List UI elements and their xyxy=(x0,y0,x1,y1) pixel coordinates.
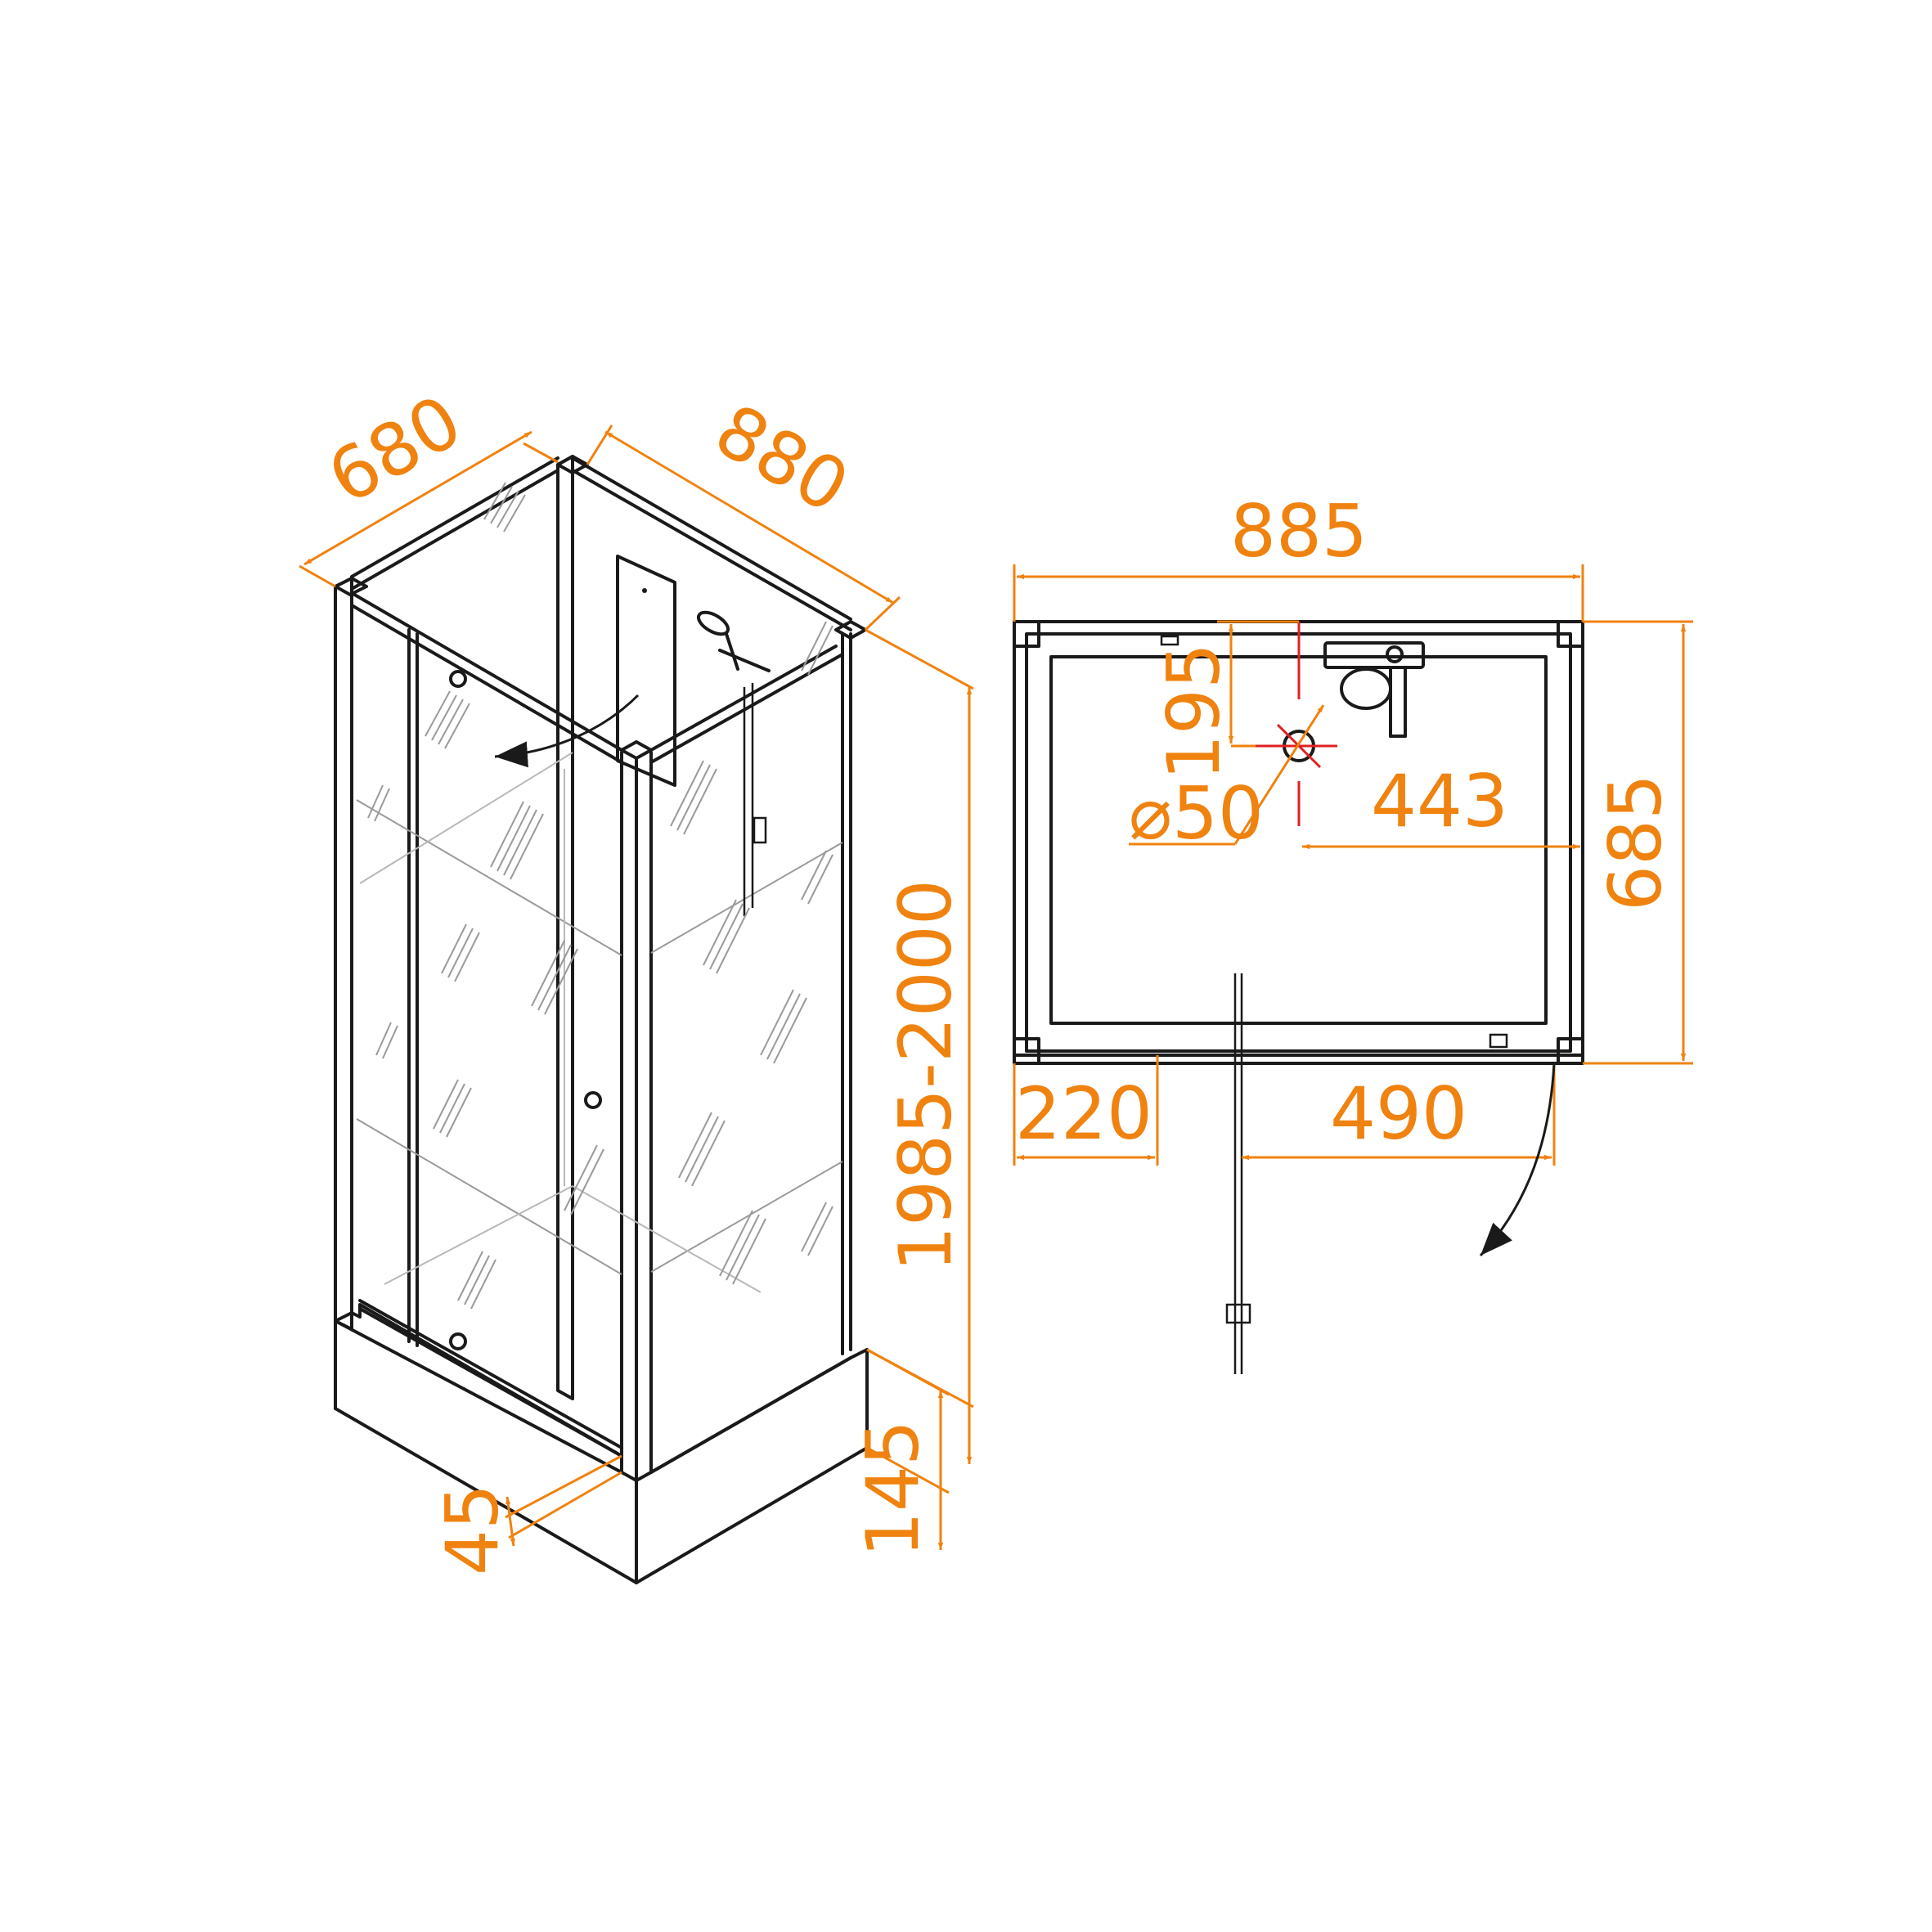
dim-tray-step-label: 45 xyxy=(430,1484,514,1575)
dim-total-height-label: 1985-2000 xyxy=(883,879,968,1272)
dim-fixed-panel-label: 220 xyxy=(1015,1072,1152,1156)
plan-mixer-icon xyxy=(1323,641,1425,738)
iso-right-back-post xyxy=(834,620,867,1355)
plan-post-tr xyxy=(1557,620,1584,648)
dim-door-opening-label: 490 xyxy=(1330,1072,1467,1156)
dim-tray-height-label: 145 xyxy=(851,1420,935,1557)
iso-door-swing-arrow xyxy=(494,694,640,768)
dim-overall-depth-label: 685 xyxy=(1593,774,1678,911)
iso-front-post xyxy=(620,740,653,1482)
dim-overall-width-label: 885 xyxy=(1230,489,1368,573)
iso-back-post xyxy=(556,455,589,1400)
iso-dimensions xyxy=(299,425,974,1550)
plan-post-tl xyxy=(1013,620,1040,648)
plan-view: 885 685 195 ⌀50 443 220 490 xyxy=(1013,489,1693,1374)
plan-post-br xyxy=(1557,1037,1584,1065)
dim-outlet-offset-x-label: 443 xyxy=(1371,759,1508,843)
plan-dimensions xyxy=(1013,564,1693,1166)
plan-door-swing-arrow xyxy=(1479,1063,1556,1257)
dim-side-width-label: 680 xyxy=(314,379,475,520)
dim-back-width-label: 880 xyxy=(702,388,863,529)
iso-left-post xyxy=(334,577,368,1331)
dim-outlet-offset-y-label: 195 xyxy=(1152,643,1236,780)
iso-view: 680 880 1985-2000 145 45 xyxy=(299,379,974,1584)
iso-shower-head-icon xyxy=(696,610,771,916)
iso-tray xyxy=(334,1303,869,1584)
dim-outlet-diameter-label: ⌀50 xyxy=(1129,771,1264,856)
plan-post-bl xyxy=(1013,1037,1040,1065)
iso-door xyxy=(358,628,623,1458)
iso-glass-hatching xyxy=(367,482,833,1310)
